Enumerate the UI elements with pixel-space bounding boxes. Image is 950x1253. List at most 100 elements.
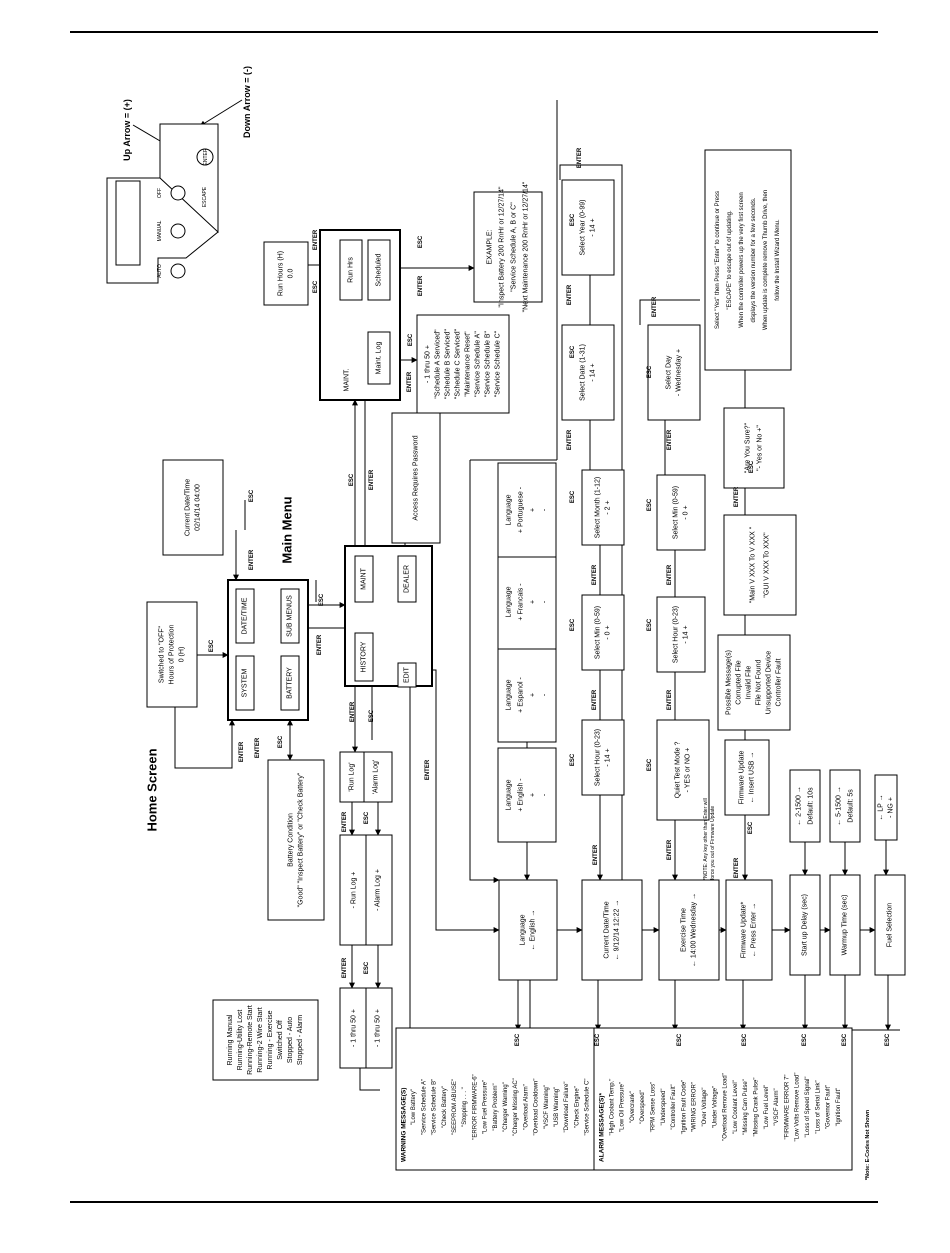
startup-range-box-line: Default: 10s [808,787,815,825]
enter-key-label: ENTER [425,759,431,780]
auto-button [170,263,186,279]
firmware-update-box-line: Firmware Update* [741,902,748,959]
possible-messages-box-line: Corrupted File [736,660,743,704]
lang-english-box: Language+ English -+- [497,747,557,843]
warning-messages-box-title: WARNING MESSAGE(S) [401,1088,408,1162]
edit-button-frame [397,662,417,688]
lang-espanol-box: Language+ Espanol -+- [497,647,557,743]
quiet-test-box-frame [656,719,710,821]
run-hrs-button-line: Run Hrs [348,257,355,283]
instructions-box-frame [704,149,792,371]
quiet-test-box-line: - YES or NO + [685,748,692,793]
lang-espanol-box-line: + [530,693,537,697]
select-min-box: Select Min (0-59)- 0 + [581,594,625,671]
top-rule [70,31,878,33]
alarm-messages-box-item: "Controller Fault" [671,1084,677,1129]
warning-messages-box-item: "Check Engine" [574,1086,580,1128]
alarm-messages-box-item: "Overcrank" [630,1091,636,1123]
edit-button: EDIT [397,662,417,688]
alarm-messages-box-item: "Low Oil Pressure" [620,1082,626,1132]
esc-key-label: ESC [748,821,754,834]
warmup-range-box-line: Default: 5s [848,789,855,823]
history-button-frame [354,632,374,682]
esc-key-label: ESC [595,1033,601,1046]
esc-key-label: ESC [647,758,653,771]
warning-messages-box-item: "Check Battery" [442,1086,448,1128]
warning-messages-box-item: "Charger Warning" [503,1082,509,1132]
alarm-log-label: 'Alarm Log' [373,760,380,795]
auto-label: AUTO [157,264,163,278]
current-datetime-box-line: 02/14/14 04:00 [195,484,202,531]
maint-log-list-box: - 1 thru 50 +"Schedule A Serviced""Sched… [416,314,510,414]
alarm-messages-box-item: "Over Voltage" [702,1088,708,1127]
exercise-day-box-frame [647,324,701,421]
switched-off-box-line: Switched to "OFF" [159,625,166,683]
possible-messages-box-line: Possible Message(s) [726,650,733,715]
alarm-messages-box-item: "Overload Remove Load" [723,1073,729,1141]
language-main-box-line: ← English → [530,910,537,951]
maint-log-list-box-line: "Schedule C Serviced" [455,328,462,399]
fuel-selection-box-frame [874,874,906,976]
warmup-range-box-frame [829,769,861,843]
lang-english-box-frame [497,747,557,843]
run-status-box-line: Running-Remote Start [247,1005,254,1075]
connector [359,1068,380,1091]
quiet-test-box-line: Quiet Test Mode ? [675,742,682,799]
run-status-box-line: Running-2 Wire Start [257,1007,264,1072]
select-year-box: Select Year (0-99)- 14 + [561,179,615,276]
select-year-box-line: Select Year (0-99) [580,199,587,255]
exercise-time-box-frame [658,879,720,981]
maint-log-button: Maint. Log [367,331,391,385]
enter-key-label: ENTER [317,634,323,655]
maint-log-list-box-line: "Service Schedule B" [485,330,492,397]
possible-messages-box-line: File Not Found [756,659,763,705]
firmware-insert-box-frame [724,739,770,816]
warmup-time-box: Warmup Time (sec) [829,874,861,976]
example-box-line: "Next Maintenance 200 RnHr or 12/27/14" [523,181,530,312]
maint-button-line: MAINT [361,567,368,590]
manual-label: MANUAL [157,220,163,241]
main-menu-title: Main Menu [280,496,295,563]
instructions-box-line: Select "Yes" then Press "Enter" to conti… [715,191,721,329]
example-box: EXAMPLE:"Inspect Battery 200 RnHr or 12/… [473,181,543,312]
dealer-button: DEALER [397,555,417,603]
footnote: *Note: E-Codes Not Shown [865,1109,871,1180]
warning-messages-box-item: "Charger Missing AC" [513,1078,519,1136]
keypad-illustration [106,123,219,284]
instructions-box-line: "ESCAPE" to escape out of updating. [727,210,733,310]
instructions-box-line: follow the Install Wizard Menu. [775,219,781,301]
are-you-sure-box-line: "- Yes or No +" [757,425,764,471]
maint-log-list-box-line: "Maintenance Reset" [465,331,472,397]
alarm-messages-box-item: "High Coolant Temp." [609,1079,615,1136]
instructions-box-line: displays the version number for a few se… [751,197,757,322]
enter-key-label: ENTER [667,689,673,710]
enter-key-label: ENTER [652,296,658,317]
enter-key-label: ENTER [342,957,348,978]
alarm-messages-box-item: "RPM Sense Loss" [651,1082,657,1133]
select-month-box-frame [581,469,625,546]
alarm-messages-box-item: "FIRMWARE ERROR 7" [784,1074,790,1139]
exercise-day-box: Select Day- Wednesday + [647,324,701,421]
select-date-box-line: - 14 + [590,363,597,381]
esc-key-label: ESC [570,490,576,503]
run-hrs-button: Run Hrs [339,239,363,301]
alarm-messages-box-item: "Low Coolant Level" [733,1080,739,1134]
lang-english-box-line: + [530,793,537,797]
enter-key-label: ENTER [667,429,673,450]
esc-key-label: ESC [647,365,653,378]
exercise-day-box-line: - Wednesday + [676,349,683,396]
enter-key-label: ENTER [592,689,598,710]
system-button-line: SYSTEM [242,668,249,697]
versions-box: "Main V XXX To V XXX ""GUI V XXX To XXX" [723,514,797,616]
fuel-selection-box-line: Fuel Selection [887,903,894,947]
history-button-line: HISTORY [361,641,368,672]
quiet-note-line2: force you out of Firmware Update [710,806,716,880]
current-datetime-edit-box-frame [581,879,643,981]
lang-francais-box: Language+ Francais -+- [497,554,557,650]
run-hours-box-line: Run Hours (H) [278,251,285,296]
enter-key-label: ENTER [734,486,740,507]
lang-english-box-line: - [542,793,549,796]
